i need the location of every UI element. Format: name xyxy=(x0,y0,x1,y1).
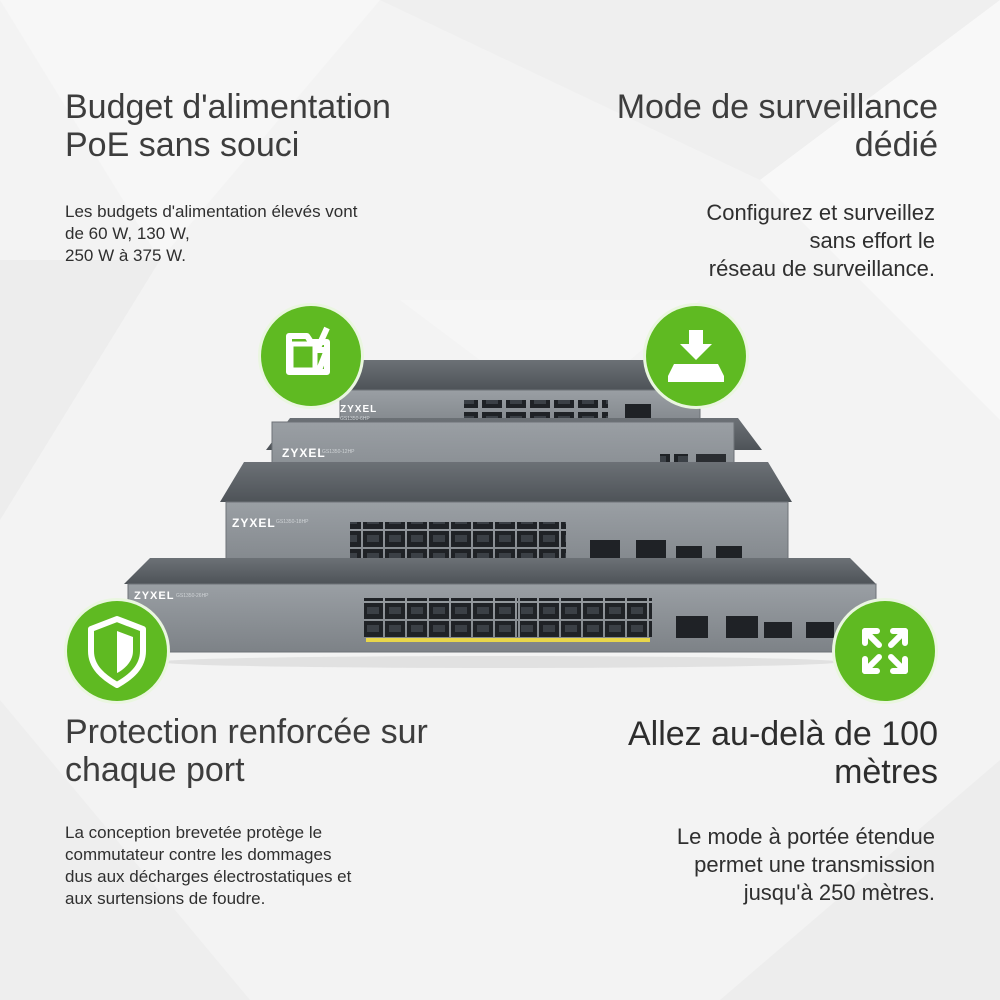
extended-range-description: Le mode à portée étendue permet une tran… xyxy=(677,823,935,907)
switch-model-label: GS1350-26HP xyxy=(176,593,209,599)
power-folder-icon xyxy=(261,306,361,406)
range-body-line: jusqu'à 250 mètres. xyxy=(743,880,935,905)
poe-body-line: Les budgets d'alimentation élevés vont xyxy=(65,202,358,221)
surveillance-title-line: Mode de surveillance xyxy=(616,88,938,126)
surveillance-body-line: Configurez et surveillez xyxy=(706,200,935,225)
switch-stack: ZYXEL GS1350-6HP ZYXEL GS1350-12HP ZYXEL… xyxy=(120,350,900,670)
poe-budget-title: Budget d'alimentation PoE sans souci xyxy=(65,88,391,164)
switch-model-label: GS1350-18HP xyxy=(276,519,309,525)
surveillance-mode-title: Mode de surveillance dédié xyxy=(617,88,938,164)
poe-title-line: Budget d'alimentation xyxy=(65,88,391,126)
protection-title-line: chaque port xyxy=(65,751,245,789)
switch-model-label: GS1350-6HP xyxy=(340,416,370,422)
protection-body-line: commutateur contre les dommages xyxy=(65,845,332,864)
download-tray-icon xyxy=(646,306,746,406)
expand-arrows-icon xyxy=(835,601,935,701)
range-title-line: mètres xyxy=(834,753,938,791)
surveillance-body-line: réseau de surveillance. xyxy=(708,256,935,281)
switch-model-label: GS1350-12HP xyxy=(322,449,355,455)
switch-brand-label: ZYXEL xyxy=(232,516,276,530)
protection-body-line: La conception brevetée protège le xyxy=(65,823,323,842)
poe-body-line: 250 W à 375 W. xyxy=(65,246,186,265)
poe-title-line: PoE sans souci xyxy=(65,126,300,164)
surveillance-mode-description: Configurez et surveillez sans effort le … xyxy=(706,199,935,283)
port-protection-title: Protection renforcée sur chaque port xyxy=(65,713,428,789)
poe-body-line: de 60 W, 130 W, xyxy=(65,224,190,243)
protection-body-line: aux surtensions de foudre. xyxy=(65,889,266,908)
shield-icon xyxy=(67,601,167,701)
port-protection-description: La conception brevetée protège le commut… xyxy=(65,822,351,910)
surveillance-title-line: dédié xyxy=(854,126,938,164)
range-body-line: Le mode à portée étendue xyxy=(676,824,935,849)
switch-brand-label: ZYXEL xyxy=(282,446,326,460)
switch-brand-label: ZYXEL xyxy=(134,590,175,602)
range-body-line: permet une transmission xyxy=(694,852,935,877)
surveillance-body-line: sans effort le xyxy=(809,228,935,253)
switch-brand-label: ZYXEL xyxy=(340,404,378,415)
extended-range-title: Allez au-delà de 100 mètres xyxy=(628,715,938,791)
protection-body-line: dus aux décharges électrostatiques et xyxy=(65,867,352,886)
protection-title-line: Protection renforcée sur xyxy=(65,713,428,751)
switch-stack-graphic xyxy=(124,360,877,668)
range-title-line: Allez au-delà de 100 xyxy=(627,715,938,753)
poe-budget-description: Les budgets d'alimentation élevés vont d… xyxy=(65,201,357,267)
